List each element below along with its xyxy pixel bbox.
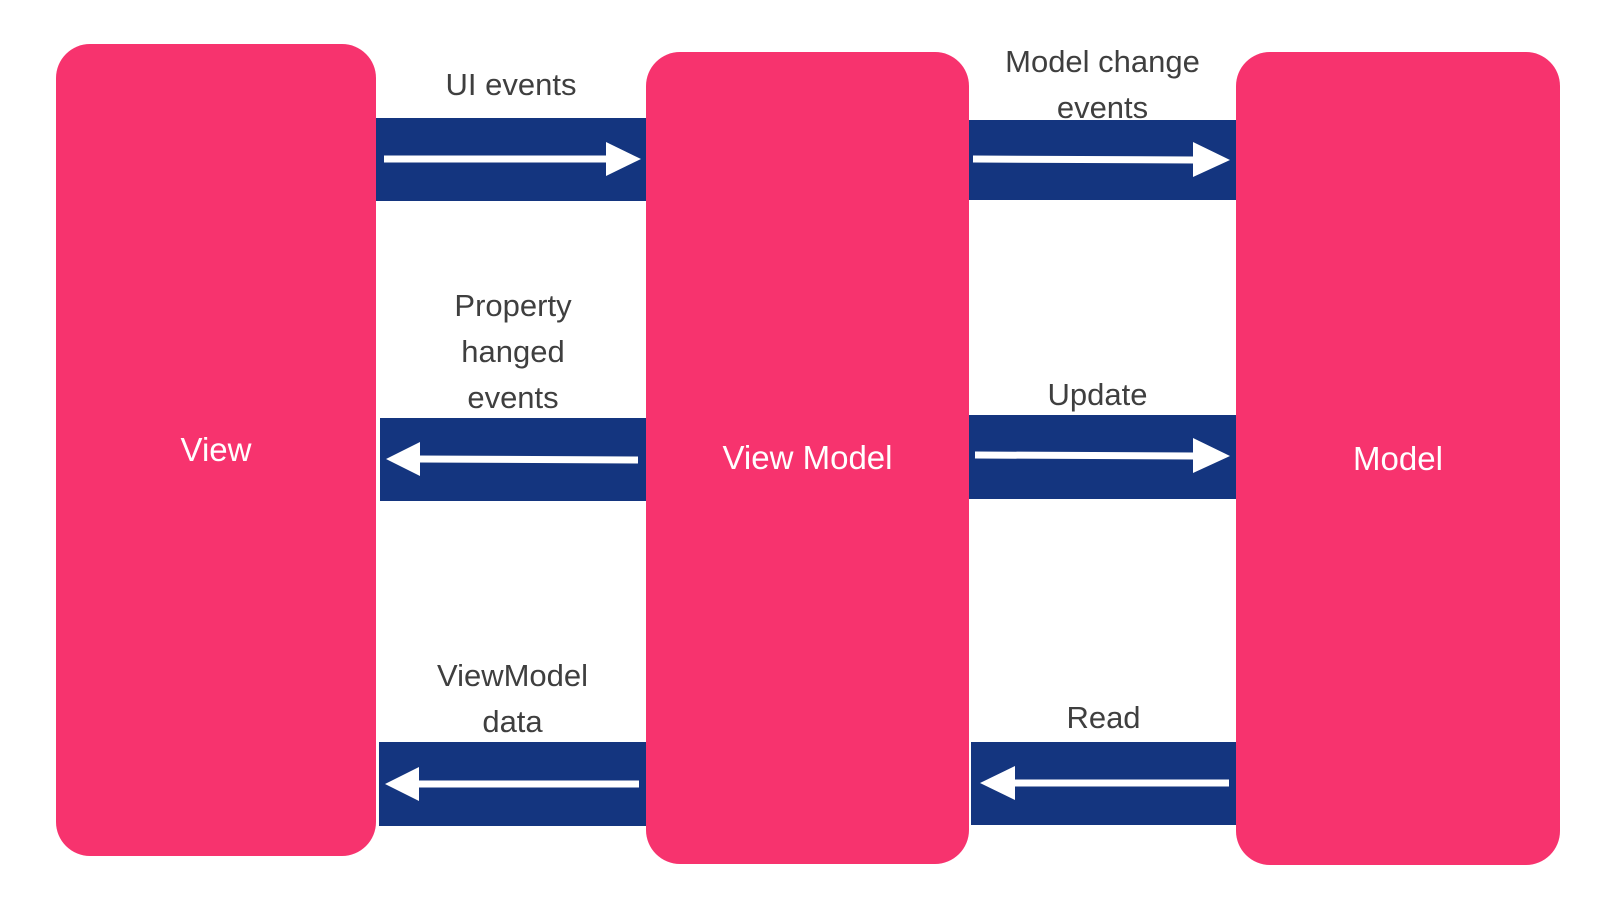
ui-events-label: UI events xyxy=(445,67,577,102)
right-arrow-icon xyxy=(969,415,1236,499)
property-changed-events-band xyxy=(380,418,646,501)
left-arrow-icon xyxy=(380,418,646,501)
update-label: Update xyxy=(1047,377,1148,412)
model-node: Model xyxy=(1236,52,1560,865)
property-changed-events-label: Property hanged events xyxy=(454,288,572,415)
left-arrow-icon xyxy=(971,742,1236,825)
model-change-events-label: Model change events xyxy=(1005,44,1200,125)
view-node: View xyxy=(56,44,376,856)
model-node-label: Model xyxy=(1353,439,1443,477)
right-arrow-icon xyxy=(376,118,646,201)
model-change-events-band xyxy=(969,120,1236,200)
viewmodel-data-label: ViewModel data xyxy=(436,658,589,739)
ui-events-band xyxy=(376,118,646,201)
left-arrow-icon xyxy=(379,742,646,826)
read-label: Read xyxy=(1066,700,1141,735)
view-model-node: View Model xyxy=(646,52,969,864)
read-band xyxy=(971,742,1236,825)
view-model-node-label: View Model xyxy=(722,439,893,476)
right-arrow-icon xyxy=(969,120,1236,200)
view-node-label: View xyxy=(180,431,252,468)
viewmodel-data-band xyxy=(379,742,646,826)
update-band xyxy=(969,415,1236,499)
